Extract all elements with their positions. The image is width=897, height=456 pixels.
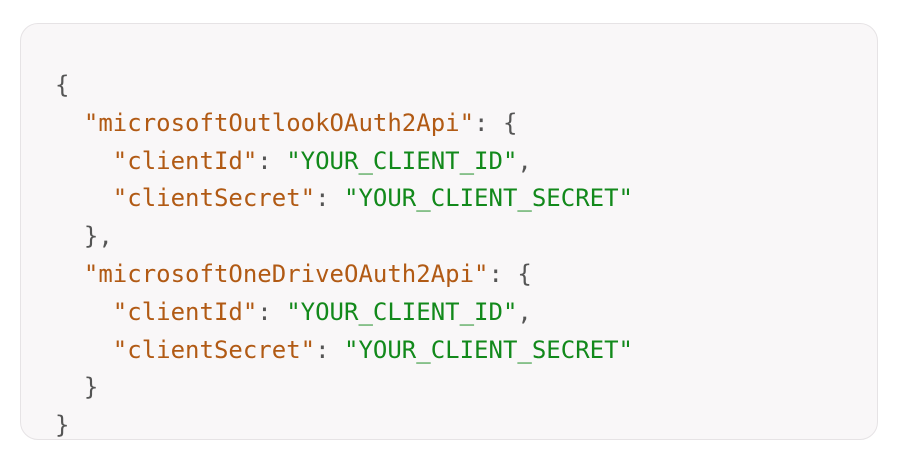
code-line-1: { bbox=[55, 67, 877, 105]
field-key: "clientSecret" bbox=[112, 184, 316, 213]
field-key: "clientId" bbox=[112, 297, 258, 326]
colon: : bbox=[488, 259, 503, 288]
code-line-8: "clientSecret": "YOUR_CLIENT_SECRET" bbox=[112, 335, 633, 364]
field-key: "clientId" bbox=[112, 146, 258, 175]
close-brace: } bbox=[83, 373, 99, 402]
open-brace: { bbox=[55, 71, 70, 99]
field-value: "YOUR_CLIENT_ID" bbox=[286, 297, 518, 326]
open-brace: { bbox=[517, 259, 532, 288]
code-line-4: "clientSecret": "YOUR_CLIENT_SECRET" bbox=[112, 184, 633, 213]
field-value: "YOUR_CLIENT_ID" bbox=[286, 146, 518, 175]
code-line-5: }, bbox=[55, 218, 877, 256]
object-key-onedrive: "microsoftOneDriveOAuth2Api" bbox=[83, 259, 489, 288]
colon: : bbox=[474, 108, 489, 137]
close-brace-comma: }, bbox=[83, 222, 113, 251]
code-line-6: "microsoftOneDriveOAuth2Api": { bbox=[55, 256, 877, 294]
json-code-block: { "microsoftOutlookOAuth2Api": { "client… bbox=[20, 23, 878, 440]
field-value: "YOUR_CLIENT_SECRET" bbox=[344, 335, 633, 364]
object-key-outlook: "microsoftOutlookOAuth2Api" bbox=[83, 108, 475, 137]
code-line-2: "microsoftOutlookOAuth2Api": { bbox=[55, 105, 877, 143]
code-line-3: "clientId": "YOUR_CLIENT_ID", bbox=[112, 146, 532, 175]
open-brace: { bbox=[502, 108, 518, 137]
close-brace: } bbox=[55, 411, 70, 440]
field-key: "clientSecret" bbox=[112, 335, 316, 364]
code-line-9: } bbox=[55, 369, 877, 407]
code-line-10: } bbox=[55, 407, 877, 445]
code-line-7: "clientId": "YOUR_CLIENT_ID", bbox=[112, 297, 532, 326]
field-value: "YOUR_CLIENT_SECRET" bbox=[344, 184, 633, 213]
